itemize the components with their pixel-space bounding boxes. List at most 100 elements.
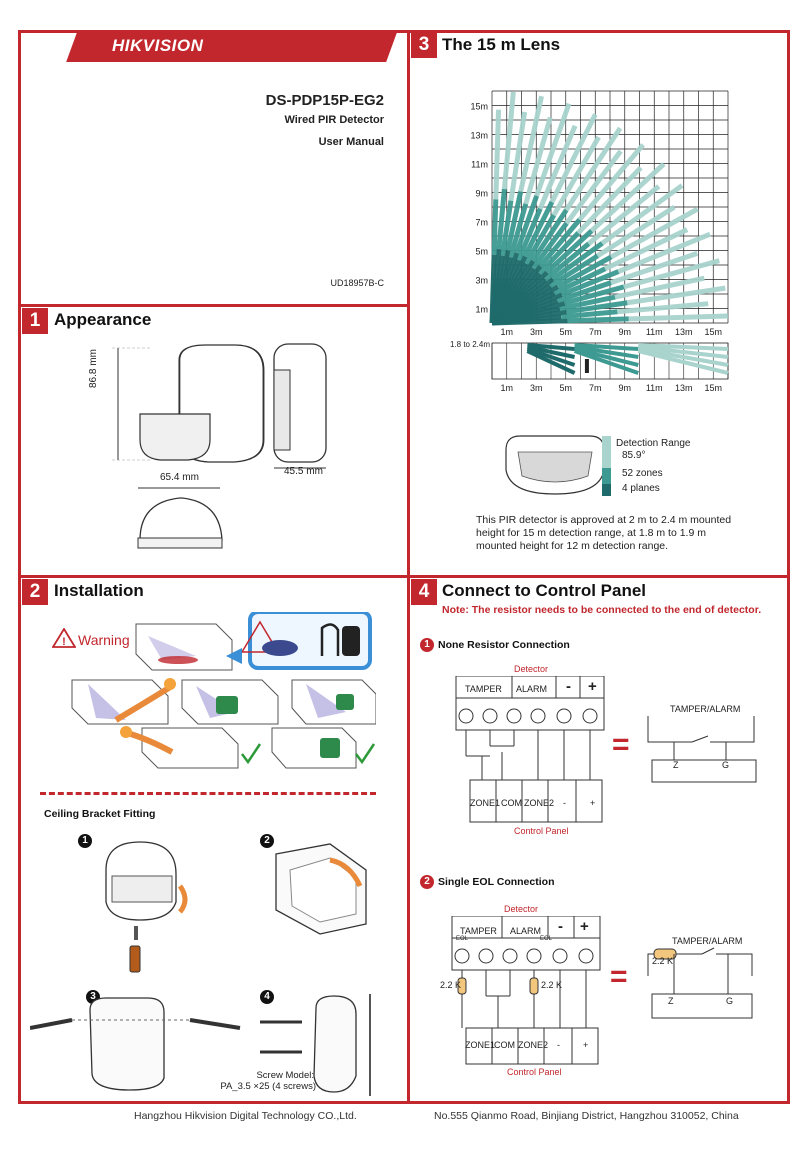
x-tick-label: 7m <box>589 327 602 337</box>
section-title-installation: Installation <box>54 581 144 600</box>
eol-label: EOL <box>540 936 553 942</box>
y-tick-label: 7m <box>475 218 488 228</box>
detector-label: Detector <box>504 904 539 914</box>
detection-zone <box>537 231 581 275</box>
lens-desc-line: mounted height for 12 m detection range. <box>476 540 669 552</box>
detection-zone <box>508 203 529 258</box>
detection-zone <box>560 269 620 297</box>
section-title-lens: The 15 m Lens <box>442 35 561 54</box>
detection-zone <box>556 254 613 289</box>
warning-label: Warning <box>78 632 130 648</box>
footer-company: Hangzhou Hikvision Digital Technology CO… <box>134 1110 357 1122</box>
lens-desc-line: height for 15 m detection range, at 1.8 … <box>476 527 706 539</box>
section-number: 3 <box>411 32 437 58</box>
mount-height-label: 1.8 to 2.4m <box>450 340 490 349</box>
wiring-diagram-1 <box>455 676 605 823</box>
zone1-label: ZONE1 <box>470 798 501 808</box>
detection-zone <box>556 280 612 304</box>
x-tick-label: 15m <box>704 327 722 337</box>
detection-zone <box>545 228 594 274</box>
detection-zone <box>567 316 629 324</box>
detection-zone <box>628 313 728 322</box>
screw-model-spec: PA_3.5 ×25 (4 screws) <box>220 1081 316 1092</box>
detection-zone <box>489 254 497 324</box>
legend-range: Detection Range <box>616 438 691 449</box>
detection-zone <box>564 126 623 212</box>
control-panel-label: Control Panel <box>514 826 569 836</box>
side-view-zone <box>574 347 639 367</box>
tamper-alarm-label: TAMPER/ALARM <box>670 704 741 714</box>
resistor-note: Note: The resistor needs to be connected… <box>442 604 762 616</box>
detection-zone <box>491 199 499 255</box>
detector-label: Detector <box>514 664 549 674</box>
zone1-label: ZONE1 <box>465 1040 496 1050</box>
detection-zone <box>534 102 572 197</box>
side-view-zone <box>526 349 576 375</box>
detection-zone <box>617 301 709 315</box>
x-tick-label: 3m <box>530 383 543 393</box>
plus-terminal: + <box>583 1040 589 1050</box>
tamper-label: TAMPER <box>465 684 502 694</box>
x-tick-label: 9m <box>618 383 631 393</box>
com-label: COM <box>501 798 522 808</box>
side-view-zone <box>573 349 639 375</box>
brand-logo: HIKVISION <box>112 36 204 55</box>
x-tick-label: 1m <box>500 327 513 337</box>
y-tick-label: 1m <box>475 305 488 315</box>
alarm-label: ALARM <box>516 684 548 694</box>
minus-label: - <box>558 918 563 935</box>
detection-zone <box>549 253 600 289</box>
page-frame <box>18 30 790 1104</box>
section-number: 2 <box>22 579 48 605</box>
detection-zone <box>559 294 616 312</box>
step-badge: 1 <box>78 834 92 848</box>
x-tick-label: 7m <box>589 383 602 393</box>
detection-zone <box>549 113 598 204</box>
legend-swatch-light <box>602 452 611 468</box>
detection-zone <box>543 241 591 282</box>
svg-text:!: ! <box>62 636 66 648</box>
conn-badge: 2 <box>420 875 434 889</box>
wiring-diagram-2 <box>451 916 601 1065</box>
z-label: Z <box>668 996 674 1006</box>
detection-zone <box>610 251 699 285</box>
equals-sign: = <box>610 960 628 993</box>
detection-zone <box>604 227 689 272</box>
detection-zone <box>566 300 628 315</box>
resistor-label: 2.2 K <box>541 980 563 990</box>
column-divider <box>407 30 410 1104</box>
screw-model-label: Screw Model: <box>256 1070 314 1081</box>
conn2-title: Single EOL Connection <box>438 876 555 888</box>
equals-sign: = <box>612 728 630 761</box>
x-tick-label: 5m <box>559 327 572 337</box>
y-tick-label: 9m <box>475 189 488 199</box>
minus-label: - <box>566 678 571 695</box>
step-badge: 2 <box>260 834 274 848</box>
detection-zone <box>564 149 623 225</box>
person-marker <box>584 359 589 373</box>
installation-illustrations <box>71 612 376 769</box>
legend-swatch-light <box>602 436 611 452</box>
detection-zone <box>576 165 643 235</box>
resistor-label: 2.2 K <box>440 980 462 990</box>
detection-zone <box>587 184 661 246</box>
lens-desc-line: This PIR detector is approved at 2 m to … <box>476 514 732 526</box>
section-title-appearance: Appearance <box>54 310 152 329</box>
footer-address: No.555 Qianmo Road, Binjiang District, H… <box>434 1110 739 1122</box>
height-dimension: 86.8 mm <box>88 349 99 388</box>
section-number: 4 <box>411 579 437 605</box>
detection-zone <box>626 285 726 306</box>
x-tick-label: 5m <box>559 383 572 393</box>
tamper-label: TAMPER <box>460 926 497 936</box>
doc-code: UD18957B-C <box>330 278 384 288</box>
detection-zone <box>617 231 711 274</box>
com-label: COM <box>494 1040 515 1050</box>
bracket-fitting-illustrations <box>30 841 371 1096</box>
lens-description: This PIR detector is approved at 2 m to … <box>476 514 731 553</box>
x-tick-label: 3m <box>530 327 543 337</box>
y-tick-label: 5m <box>475 247 488 257</box>
side-view-zone <box>527 343 575 351</box>
legend-angle: 85.9° <box>622 450 646 461</box>
product-subtitle: Wired PIR Detector <box>284 114 384 126</box>
